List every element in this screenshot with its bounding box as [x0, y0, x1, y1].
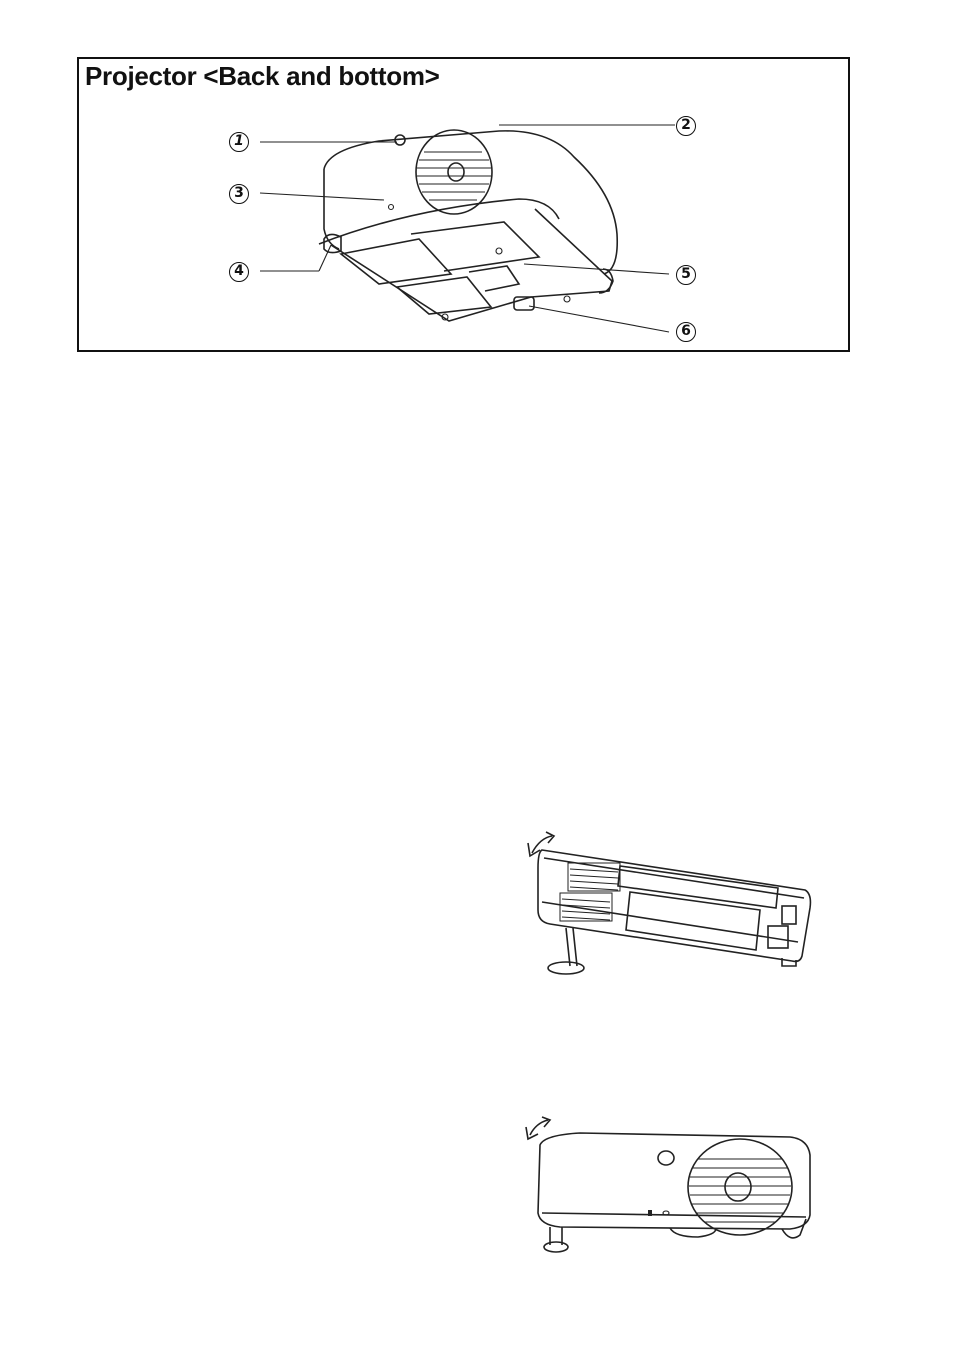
figure-panel: Projector <Back and bottom> [77, 57, 850, 352]
projector-back-tilt-illustration [520, 1115, 820, 1265]
callout-5: 5 [676, 265, 696, 285]
projector-back-bottom-illustration [79, 59, 852, 354]
callout-1: 1 [229, 132, 249, 152]
callout-2: 2 [676, 116, 696, 136]
projector-side-tilt-illustration [520, 828, 820, 988]
callout-4: 4 [229, 262, 249, 282]
callout-3: 3 [229, 184, 249, 204]
callout-6: 6 [676, 322, 696, 342]
